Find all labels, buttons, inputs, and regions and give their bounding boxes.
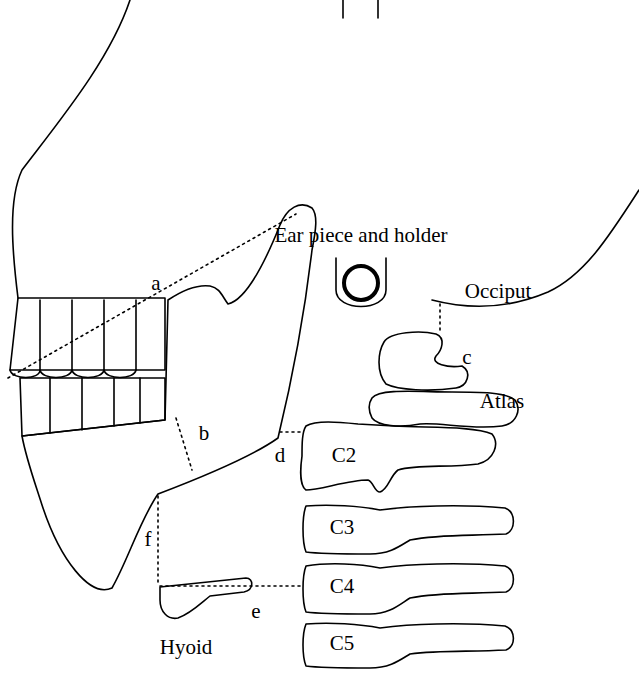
vertebra-label: C4 [330,575,355,598]
vertebra-outline: C4 [300,560,520,618]
measurement-letter: c [462,346,471,369]
vertebra-outline: C5 [300,620,520,672]
vertebra-outline: C2 [298,420,500,496]
anatomy-label: Hyoid [160,636,213,659]
vertebra-label: C2 [332,444,357,467]
anatomy-label: Occiput [465,280,531,303]
vertebra-shape [298,420,500,496]
anatomy-label: Ear piece and holder [274,224,447,247]
measurement-letter: d [275,444,286,467]
vertebra-label: C3 [330,516,355,539]
measurement-letter: b [199,422,210,445]
vertebra-outline: C3 [300,502,520,558]
measurement-letter: a [151,272,160,295]
measurement-letter: f [145,528,152,551]
measurement-letter: e [251,600,260,623]
anatomy-label: Atlas [480,390,524,413]
vertebra-label: C5 [330,632,355,655]
